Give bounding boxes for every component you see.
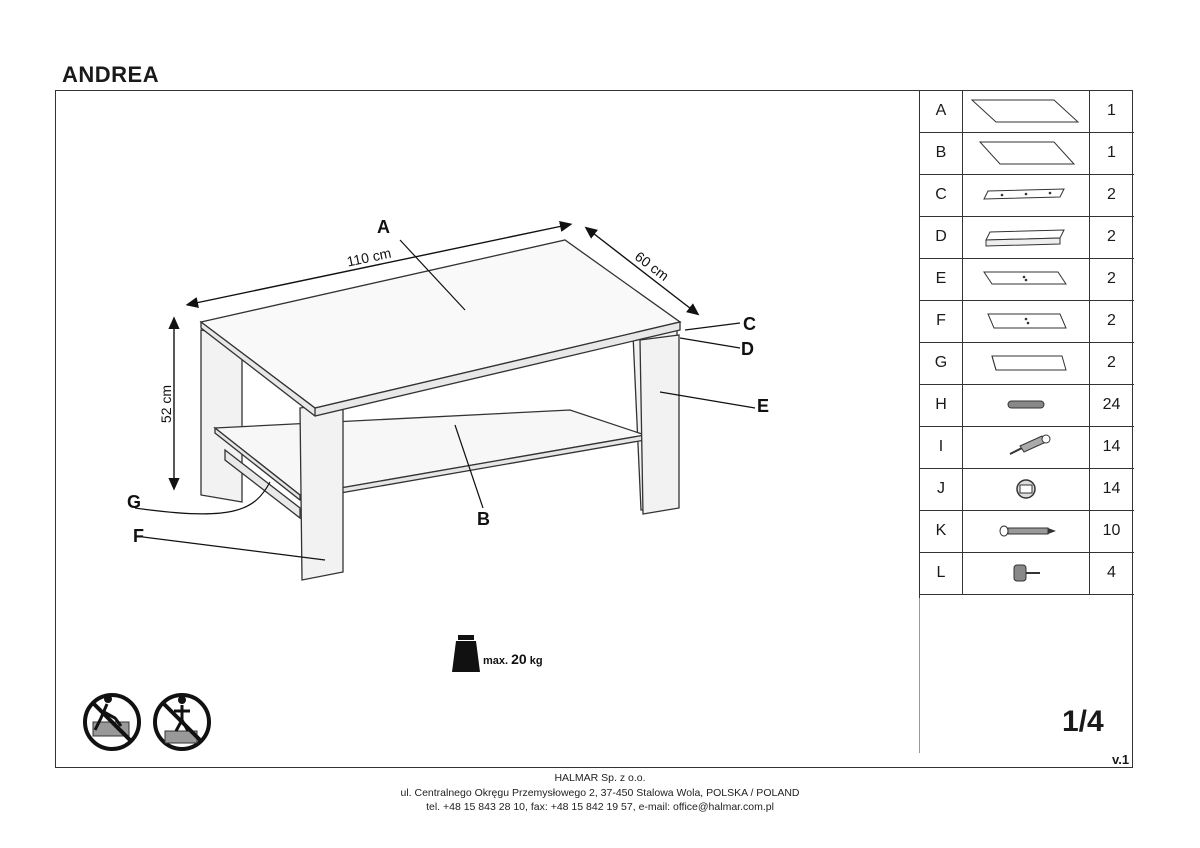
part-letter: I — [920, 426, 963, 468]
glass-shelf-panel-icon — [962, 132, 1090, 174]
no-standing-icon — [153, 693, 211, 751]
parts-row: G 2 — [920, 342, 1134, 385]
glass-support-icon — [962, 552, 1090, 594]
drawing-frame — [55, 90, 1133, 768]
top-rail-icon — [962, 174, 1090, 216]
callout-g: G — [127, 492, 141, 512]
part-letter: A — [920, 90, 963, 132]
max-load-unit: kg — [530, 655, 543, 667]
shelf-rail-icon — [962, 342, 1090, 384]
part-qty: 2 — [1107, 186, 1116, 203]
glass-top-panel-icon — [962, 90, 1090, 132]
page-number: 1/4 — [1062, 705, 1104, 738]
parts-row: J 14 — [920, 468, 1134, 511]
part-letter: C — [920, 174, 963, 216]
part-qty: 2 — [1107, 270, 1116, 287]
parts-row: I 14 — [920, 426, 1134, 469]
part-qty: 24 — [1102, 396, 1121, 413]
wooden-dowel-icon — [962, 384, 1090, 426]
parts-row: E 2 — [920, 258, 1134, 301]
callout-d: D — [741, 339, 754, 359]
parts-row: F 2 — [920, 300, 1134, 343]
part-letter: K — [920, 510, 963, 552]
max-load-prefix: max. — [483, 655, 508, 667]
part-qty: 14 — [1102, 438, 1121, 455]
version-label: v.1 — [1112, 752, 1130, 767]
part-letter: D — [920, 216, 963, 258]
cam-bolt-icon — [962, 426, 1090, 468]
part-qty: 4 — [1107, 564, 1116, 581]
leg-front-right — [639, 334, 680, 515]
part-qty: 2 — [1107, 312, 1116, 329]
callout-a: A — [377, 217, 390, 237]
part-qty: 1 — [1107, 144, 1116, 161]
rail-g — [224, 448, 301, 520]
footer-company: HALMAR Sp. z o.o. — [554, 772, 646, 784]
callout-f: F — [133, 526, 144, 546]
part-letter: F — [920, 300, 963, 342]
part-letter: E — [920, 258, 963, 300]
part-qty: 2 — [1107, 354, 1116, 371]
part-letter: H — [920, 384, 963, 426]
parts-list: A 1 B 1 C 2 D 2 E 2 F 2 — [919, 90, 1134, 598]
part-qty: 14 — [1102, 480, 1121, 497]
leg-panel-icon — [962, 258, 1090, 300]
weight-icon — [452, 635, 480, 672]
table-drawing: 110 cm 60 cm 52 cm A B C D E F G max. 20… — [83, 217, 769, 751]
callout-b: B — [477, 509, 490, 529]
footer: HALMAR Sp. z o.o. ul. Centralnego Okręgu… — [0, 771, 1200, 815]
max-load-value: 20 — [511, 651, 527, 667]
cam-lock-icon — [962, 468, 1090, 510]
parts-row: B 1 — [920, 132, 1134, 175]
leg-back-left — [200, 329, 243, 503]
parts-row: C 2 — [920, 174, 1134, 217]
footer-contact: tel. +48 15 843 28 10, fax: +48 15 842 1… — [426, 801, 774, 813]
part-letter: J — [920, 468, 963, 510]
part-qty: 1 — [1107, 102, 1116, 119]
part-letter: G — [920, 342, 963, 384]
callout-e: E — [757, 396, 769, 416]
leg-panel-icon — [962, 300, 1090, 342]
document-title: ANDREA — [62, 62, 160, 87]
frame-rail-icon — [962, 216, 1090, 258]
part-letter: B — [920, 132, 963, 174]
svg-text:max. 20 kg: max. 20 kg — [483, 651, 543, 667]
no-climbing-icon — [83, 693, 141, 751]
dimension-height: 52 cm — [158, 385, 174, 423]
parts-row: A 1 — [920, 90, 1134, 133]
leg-front-left — [299, 401, 344, 581]
part-qty: 2 — [1107, 228, 1116, 245]
dimension-length: 110 cm — [345, 245, 392, 270]
screw-icon — [962, 510, 1090, 552]
footer-address: ul. Centralnego Okręgu Przemysłowego 2, … — [400, 786, 800, 799]
parts-row: H 24 — [920, 384, 1134, 427]
part-letter: L — [920, 552, 963, 594]
parts-row: D 2 — [920, 216, 1134, 259]
parts-row: K 10 — [920, 510, 1134, 553]
parts-row: L 4 — [920, 552, 1134, 595]
part-qty: 10 — [1102, 522, 1121, 539]
parts-column-divider — [919, 598, 920, 753]
callout-c: C — [743, 314, 756, 334]
